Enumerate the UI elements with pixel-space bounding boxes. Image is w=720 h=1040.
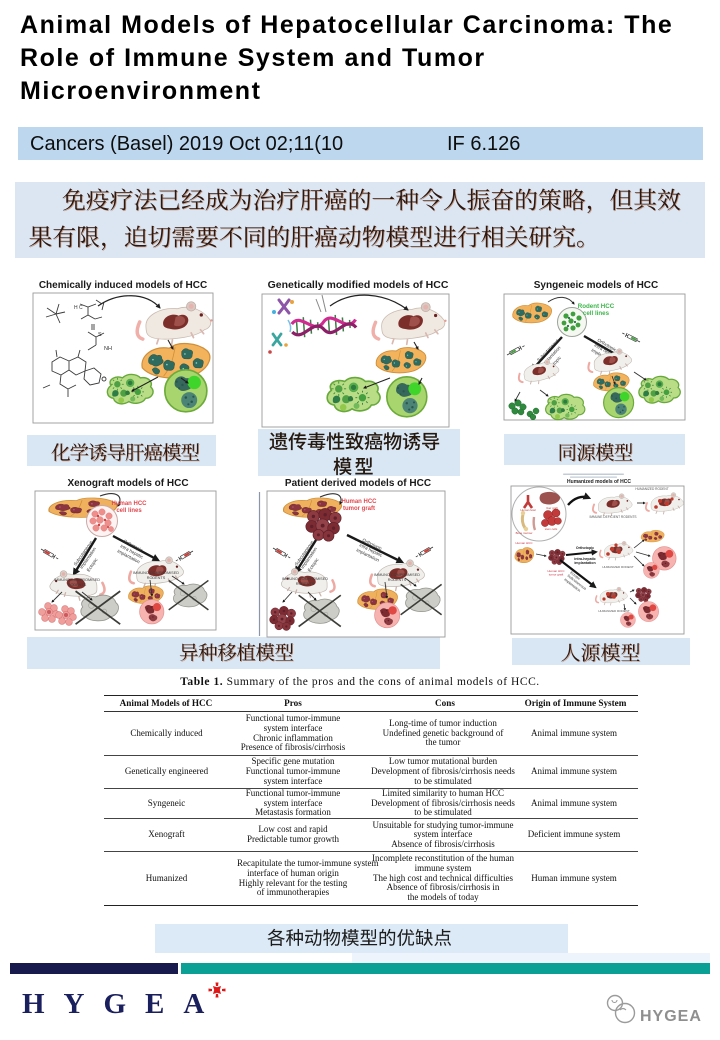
svg-text:Rodent HCC: Rodent HCC <box>578 303 615 310</box>
svg-text:HUMANIZED RODENT: HUMANIZED RODENT <box>602 565 634 569</box>
svg-text:Human HCC: Human HCC <box>515 541 533 545</box>
svg-text:RODENTS: RODENTS <box>296 582 315 586</box>
svg-text:cell lines: cell lines <box>116 508 142 514</box>
svg-text:HYGEA: HYGEA <box>22 988 223 1020</box>
svg-text:tumor graft: tumor graft <box>343 506 375 512</box>
svg-text:IMMUNO COMPROMISED: IMMUNO COMPROMISED <box>54 578 100 582</box>
svg-text:IMMUNO COMPROMISED: IMMUNO COMPROMISED <box>282 577 328 581</box>
svg-text:stem cells: stem cells <box>545 527 558 531</box>
svg-text:HUMANIZED RODENT: HUMANIZED RODENT <box>635 487 668 491</box>
svg-text:Bone marrow: Bone marrow <box>516 531 534 535</box>
svg-text:RODENTS: RODENTS <box>147 576 166 580</box>
svg-text:Human HCC: Human HCC <box>111 501 147 507</box>
svg-text:Ectopic: Ectopic <box>569 571 581 582</box>
svg-text:NH: NH <box>104 346 112 352</box>
svg-text:Humanized models of HCC: Humanized models of HCC <box>567 479 631 485</box>
svg-text:Genetically modified models of: Genetically modified models of HCC <box>268 279 449 291</box>
svg-text:Syngeneic models of HCC: Syngeneic models of HCC <box>534 280 658 291</box>
svg-text:implantation: implantation <box>574 561 595 565</box>
svg-text:H C: H C <box>74 305 83 311</box>
svg-text:Human fetal: Human fetal <box>520 508 535 512</box>
svg-text:RODENTS: RODENTS <box>388 578 407 582</box>
svg-text:RODENTS: RODENTS <box>68 583 87 587</box>
svg-text:intra-hepatic: intra-hepatic <box>574 557 596 561</box>
svg-text:Chemically induced models of H: Chemically induced models of HCC <box>39 280 207 291</box>
svg-text:Human HCC: Human HCC <box>341 499 377 505</box>
svg-text:IMMUNO COMPROMISED: IMMUNO COMPROMISED <box>374 573 420 577</box>
svg-text:Xenograft models of HCC: Xenograft models of HCC <box>67 478 188 489</box>
svg-text:Orthotopic: Orthotopic <box>576 546 594 550</box>
svg-text:cell lines: cell lines <box>583 310 610 317</box>
svg-text:IMMUNE DEFICIENT RODENTS: IMMUNE DEFICIENT RODENTS <box>589 515 636 519</box>
svg-text:HUMANIZED RODENT: HUMANIZED RODENT <box>598 609 630 613</box>
svg-text:tumor graft: tumor graft <box>549 573 564 577</box>
svg-text:S: S <box>98 332 102 338</box>
svg-text:liver graft: liver graft <box>546 506 558 510</box>
svg-text:IMMUNO COMPROMISED: IMMUNO COMPROMISED <box>133 571 179 575</box>
svg-text:HYGEA: HYGEA <box>640 1008 702 1025</box>
svg-text:Human HCC: Human HCC <box>547 569 565 573</box>
svg-text:Patient derived models of HCC: Patient derived models of HCC <box>285 478 431 489</box>
